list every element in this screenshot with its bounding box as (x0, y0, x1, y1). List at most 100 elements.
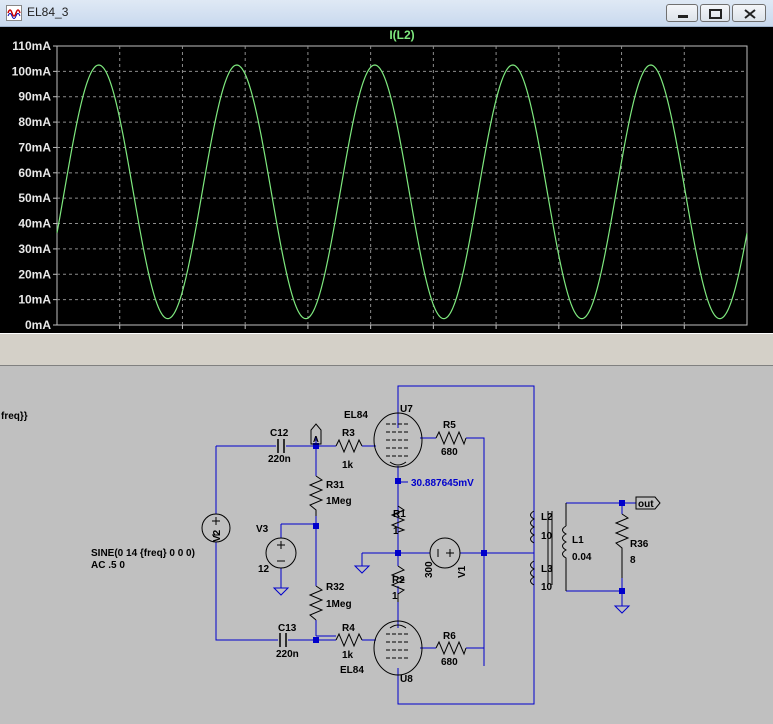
minimize-icon (678, 15, 688, 18)
label-u7-model: EL84 (344, 410, 368, 421)
waveform-plot: I(L2) 0mA10mA20mA30mA40mA50mA60mA70mA80m… (12, 28, 748, 332)
y-tick-label: 100mA (12, 64, 52, 78)
sources (201, 513, 461, 569)
label-u8: U8 (400, 674, 413, 685)
label-r1-value: 1 (393, 526, 399, 537)
close-button[interactable] (732, 4, 766, 22)
label-r3: R3 (342, 428, 355, 439)
y-tick-label: 0mA (25, 318, 51, 332)
resistor-r1 (390, 505, 406, 533)
label-r2: R2 (392, 575, 405, 586)
close-icon (744, 9, 756, 19)
label-l3: L3 (541, 564, 553, 575)
plot-grid (57, 46, 747, 325)
y-tick-label: 30mA (18, 242, 51, 256)
minimize-button[interactable] (666, 4, 698, 22)
resistor-r2 (390, 565, 406, 602)
resistors (308, 430, 630, 656)
component-labels: freq}} SINE(0 14 {freq} 0 0 0) AC .5 0 V… (1, 404, 654, 685)
label-v1-value: 300 (424, 561, 435, 578)
label-r5-value: 680 (441, 447, 458, 458)
restore-icon (709, 9, 722, 19)
waveform-app-icon (6, 5, 22, 21)
pentode-tubes (373, 412, 423, 676)
label-c12: C12 (270, 428, 289, 439)
voltage-source-v3 (265, 537, 297, 569)
net-flag-out[interactable] (635, 496, 661, 510)
inductor-l2 (530, 510, 536, 544)
y-tick-label: 10mA (18, 293, 51, 307)
label-r4-value: 1k (342, 650, 354, 661)
probe-voltage-readout: 30.887645mV (411, 478, 474, 489)
capacitors (277, 439, 287, 647)
capacitor-c13 (279, 633, 287, 647)
label-r31: R31 (326, 480, 345, 491)
label-r6-value: 680 (441, 657, 458, 668)
label-v2: V2 (212, 529, 223, 542)
maximize-button[interactable] (700, 4, 730, 22)
label-r32: R32 (326, 582, 345, 593)
net-flag-a[interactable] (310, 423, 322, 445)
y-tick-label: 20mA (18, 267, 51, 281)
tube-u7 (373, 412, 423, 468)
label-r3-value: 1k (342, 460, 354, 471)
label-c12-value: 220n (268, 454, 291, 465)
title-bar: EL84_3 (0, 0, 773, 27)
label-l2-value: 10 (541, 531, 553, 542)
resistor-r4 (335, 632, 363, 648)
resistor-r5 (435, 430, 467, 446)
label-r36: R36 (630, 539, 649, 550)
inductor-l1 (562, 503, 568, 591)
schematic-canvas: freq}} SINE(0 14 {freq} 0 0 0) AC .5 0 V… (1, 385, 661, 705)
window-title: EL84_3 (27, 5, 69, 19)
trace-line-i-l2 (56, 64, 748, 320)
inductors (530, 503, 568, 591)
y-tick-label: 90mA (18, 90, 51, 104)
label-a-flag: A (313, 435, 319, 444)
trace-label[interactable]: I(L2) (389, 28, 414, 42)
y-tick-label: 50mA (18, 191, 51, 205)
label-r31-value: 1Meg (326, 496, 352, 507)
label-r6: R6 (443, 631, 456, 642)
label-r32-value: 1Meg (326, 599, 352, 610)
label-c13-value: 220n (276, 649, 299, 660)
y-tick-label: 40mA (18, 217, 51, 231)
y-axis: 0mA10mA20mA30mA40mA50mA60mA70mA80mA90mA1… (12, 39, 685, 332)
junction-dots (313, 443, 625, 643)
inductor-l3 (530, 560, 536, 586)
label-l3-value: 10 (541, 582, 553, 593)
label-l1: L1 (572, 535, 584, 546)
label-u7: U7 (400, 404, 413, 415)
label-v3: V3 (256, 524, 269, 535)
capacitor-c12 (277, 439, 285, 453)
pane-splitter[interactable] (0, 333, 773, 366)
label-r2-value: 1 (392, 591, 398, 602)
y-tick-label: 80mA (18, 115, 51, 129)
label-l2: L2 (541, 512, 553, 523)
plot-frame (56, 45, 748, 326)
resistor-r6 (435, 640, 467, 656)
label-v3-value: 12 (258, 564, 270, 575)
resistor-r3 (335, 438, 363, 454)
label-u8-model: EL84 (340, 665, 364, 676)
wires (215, 385, 636, 705)
y-tick-label: 110mA (12, 39, 51, 53)
resistor-r36 (614, 513, 630, 578)
label-l1-value: 0.04 (572, 552, 592, 563)
schematic-editor[interactable]: freq}} SINE(0 14 {freq} 0 0 0) AC .5 0 V… (0, 366, 773, 719)
label-out: out (638, 499, 654, 510)
label-c13: C13 (278, 623, 297, 634)
resistor-r31 (308, 475, 324, 516)
tube-u8 (373, 620, 423, 676)
voltage-source-v1 (429, 537, 461, 569)
y-tick-label: 70mA (18, 140, 51, 154)
label-v1: V1 (457, 565, 468, 578)
voltage-source-v2 (201, 513, 231, 543)
label-r36-value: 8 (630, 555, 636, 566)
ground-symbols (272, 565, 631, 614)
text-freq-fragment: freq}} (1, 411, 28, 422)
label-r4: R4 (342, 623, 355, 634)
label-r1: R1 (393, 509, 406, 520)
text-sine-spec: SINE(0 14 {freq} 0 0 0) (91, 548, 195, 559)
